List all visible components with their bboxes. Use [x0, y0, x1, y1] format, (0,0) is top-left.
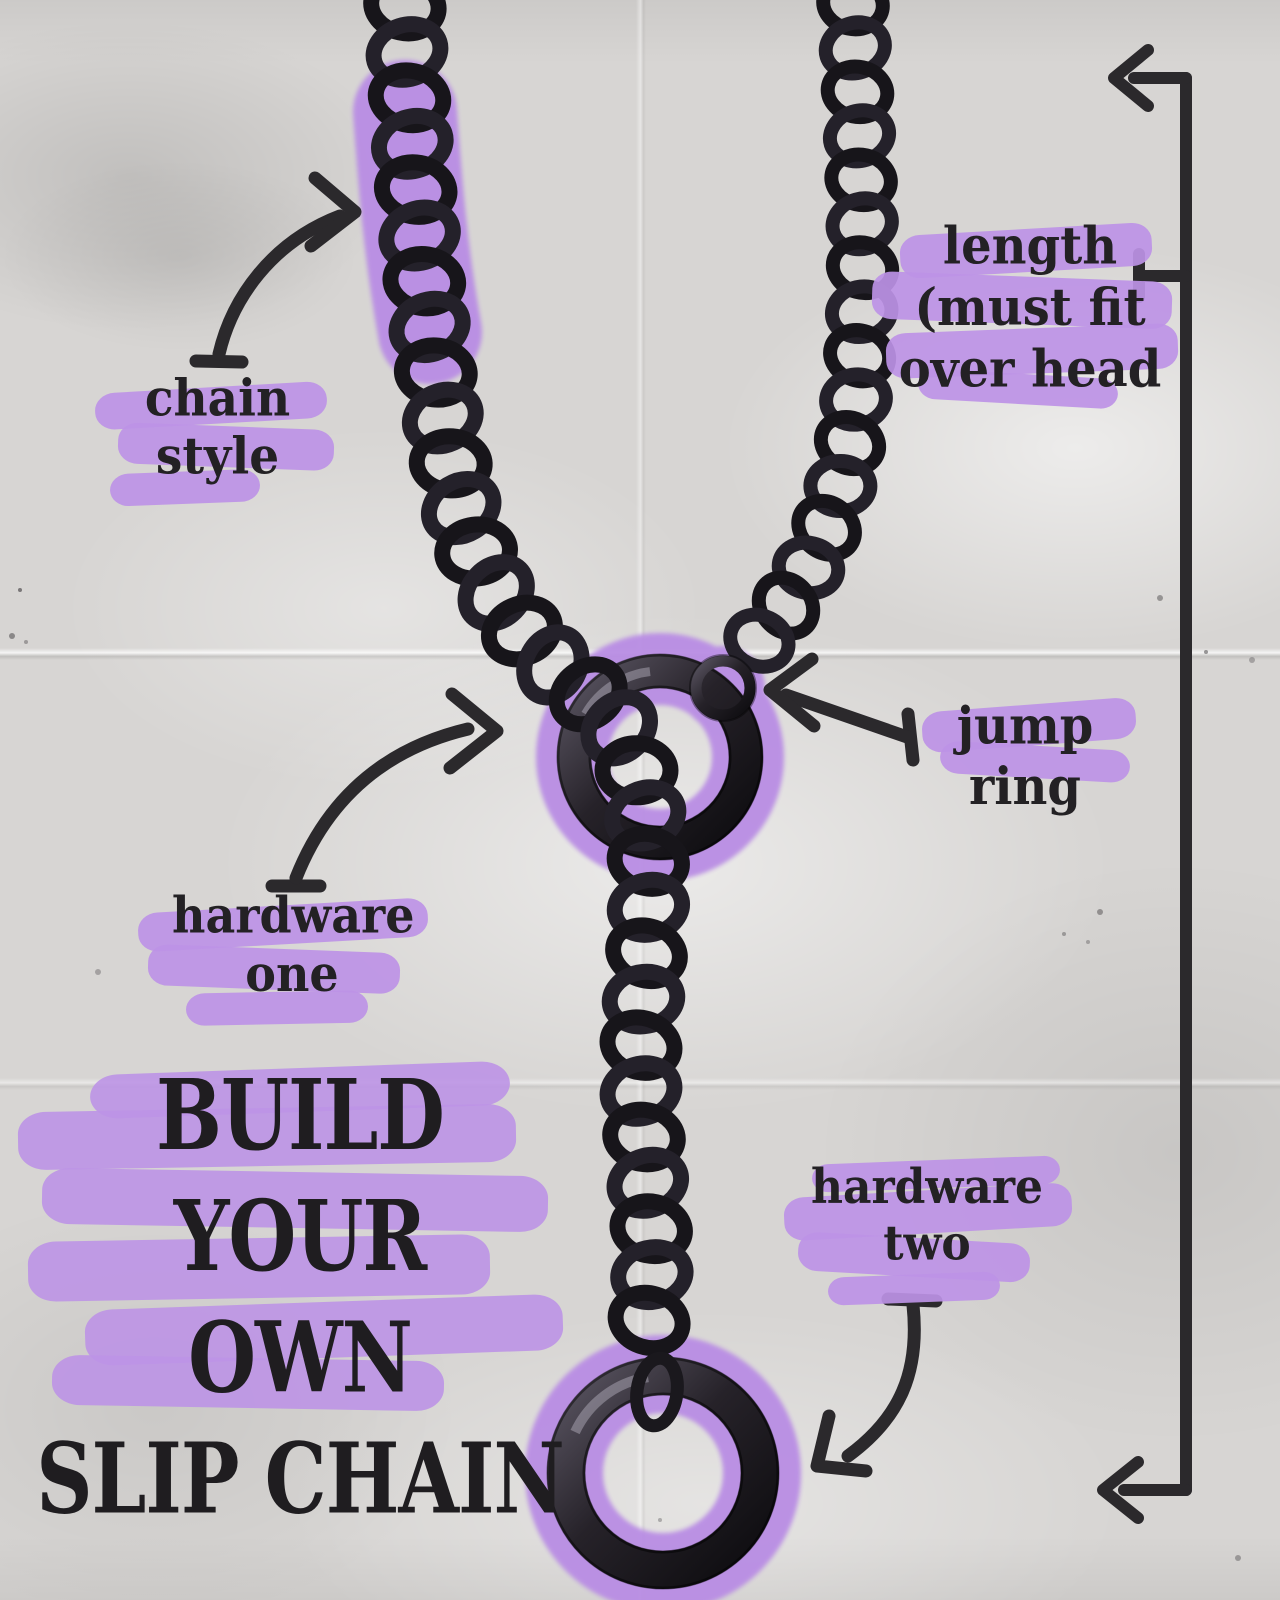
label-text: one [245, 944, 339, 1003]
label-text: chain [144, 368, 291, 429]
title-line: BUILD YOUR [156, 1058, 445, 1294]
hardware-two-label: hardware two [783, 1155, 1073, 1306]
label-text: (must fit [914, 277, 1146, 339]
chain-style-arrow [189, 171, 362, 369]
jump-ring-label: jump ring [910, 696, 1140, 817]
hardware-two-arrow [810, 1292, 943, 1478]
label-text: hardware [810, 1160, 1043, 1216]
label-text: two [883, 1216, 971, 1272]
label-text: length [942, 216, 1118, 277]
jump-ring [689, 654, 757, 722]
hardware-one-label: hardware one [137, 886, 429, 1026]
length-bracket [1097, 44, 1192, 1524]
label-text: hardware [172, 886, 415, 945]
connector-link [630, 1351, 684, 1433]
title-line: SLIP CHAIN [36, 1422, 565, 1537]
ink-speckles [18, 588, 22, 592]
label-text: style [155, 427, 280, 487]
poster-title: BUILD YOUR OWN SLIP CHAIN [30, 1055, 570, 1540]
chain-style-label: chain style [94, 368, 335, 507]
label-text: jump ring [956, 696, 1094, 817]
label-text: over head [898, 339, 1162, 400]
chain-strand-right [723, 0, 900, 674]
jump-ring-arrow [763, 652, 920, 767]
length-label: length (must fit over head [871, 216, 1182, 410]
o-ring-hardware-two [546, 1351, 780, 1590]
annotation-arrows [189, 44, 1192, 1524]
chain-strand-left-and-middle [363, 0, 694, 1357]
title-line: OWN [188, 1301, 413, 1415]
hardware-one-arrow [265, 687, 504, 893]
